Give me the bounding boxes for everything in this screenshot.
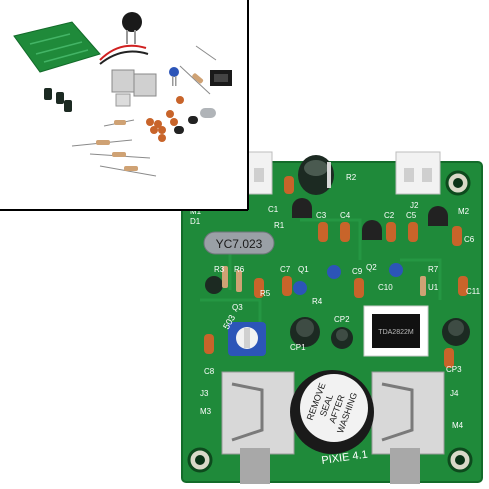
ceramic-capacitor [386,222,396,242]
bare-pcb [13,21,101,73]
electrolytic-capacitor [322,264,338,280]
silk-cp1: CP1 [290,343,306,352]
silk-j3: J3 [200,389,209,398]
silk-c4: C4 [340,211,351,220]
silk-c8: C8 [204,367,215,376]
transistor-part [174,126,184,134]
resistor [420,276,426,296]
ceramic-capacitor [318,222,328,242]
ceramic-capacitor [282,276,292,296]
silk-r7: R7 [428,265,439,274]
silk-c2: C2 [384,211,395,220]
electrolytic-part [44,88,52,100]
silk-cp3: CP3 [446,365,462,374]
silk-u1: U1 [428,283,439,292]
ceramic-capacitor [452,226,462,246]
electrolytic-capacitor [205,276,223,294]
transistor [362,220,382,240]
electrolytic-capacitor [298,155,334,195]
crystal-part [200,108,216,118]
resistor [222,266,228,288]
silk-cp2: CP2 [334,315,350,324]
silk-c6: C6 [464,235,475,244]
chip-label: TDA2822M [378,329,414,336]
silk-q3: Q3 [232,303,243,312]
blue-capacitor-part [169,67,179,86]
electrolytic-capacitor-cp2 [331,327,353,349]
silk-r3: R3 [214,265,225,274]
silk-r1: R1 [274,221,285,230]
electrolytic-part [64,100,72,112]
crystal-oscillator: YC7.023 [203,231,275,255]
ceramic-capacitor [254,278,264,298]
silk-r2: R2 [346,173,357,182]
audio-jack-j3 [221,371,295,484]
ceramic-capacitor [408,222,418,242]
silk-c5: C5 [406,211,417,220]
ceramic-capacitor [354,278,364,298]
silk-m3: M3 [200,407,212,416]
power-wire [99,50,149,65]
kit-parts-inset [0,0,249,211]
audio-jack-j4 [371,371,445,484]
silkscreen-labels: J1 J2 M1 D1 M2 C1 C2 C3 C4 C5 C6 C7 C8 C… [190,173,481,430]
silk-m1: M1 [190,207,202,216]
silk-m4: M4 [452,421,464,430]
ceramic-capacitor [284,176,294,194]
silk-c7: C7 [280,265,291,274]
ceramic-capacitor [458,276,468,296]
pcb-board: YC7.023 503 [181,151,483,484]
resistor-bodies [96,73,204,171]
ceramic-capacitor [444,348,454,368]
audio-jack-part [111,69,157,97]
electrolytic-part [56,92,64,104]
blue-capacitor [293,281,307,295]
buzzer: REMOVE SEAL AFTER WASHING [290,370,374,454]
silk-r6: R6 [234,265,245,274]
silk-r5: R5 [260,289,271,298]
buzzer-part [122,12,142,44]
mounting-hole [187,447,213,473]
silk-c9: C9 [352,267,363,276]
transistor [428,206,448,226]
silk-c10: C10 [378,283,393,292]
transistor-part [188,116,198,124]
silk-j2: J2 [410,201,419,210]
silk-j4: J4 [450,389,459,398]
ic-chip-u1: TDA2822M [363,305,429,357]
silk-m2: M2 [458,207,470,216]
power-wire [99,44,147,61]
mounting-hole [447,447,473,473]
ceramic-capacitor [340,222,350,242]
crystal-label: YC7.023 [216,237,263,251]
resistor [236,270,242,292]
blue-capacitor [327,265,341,279]
silk-d1: D1 [190,217,201,226]
potentiometer: 503 [221,313,266,356]
silk-c3: C3 [316,211,327,220]
electrolytic-capacitor-cp3 [442,318,470,346]
ceramic-capacitor [204,334,214,354]
transistor [292,198,312,218]
power-connector-j2 [395,151,441,195]
ceramic-capacitor-parts [146,96,184,142]
blue-capacitor [389,263,403,277]
mounting-hole [445,170,471,196]
silk-c1: C1 [268,205,279,214]
electrolytic-capacitor-cp1 [290,317,320,347]
silk-r4: R4 [312,297,323,306]
silk-c11: C11 [466,287,481,296]
potentiometer-part [115,93,131,107]
silk-q1: Q1 [298,265,309,274]
silk-q2: Q2 [366,263,377,272]
ic-socket-part [210,70,232,86]
